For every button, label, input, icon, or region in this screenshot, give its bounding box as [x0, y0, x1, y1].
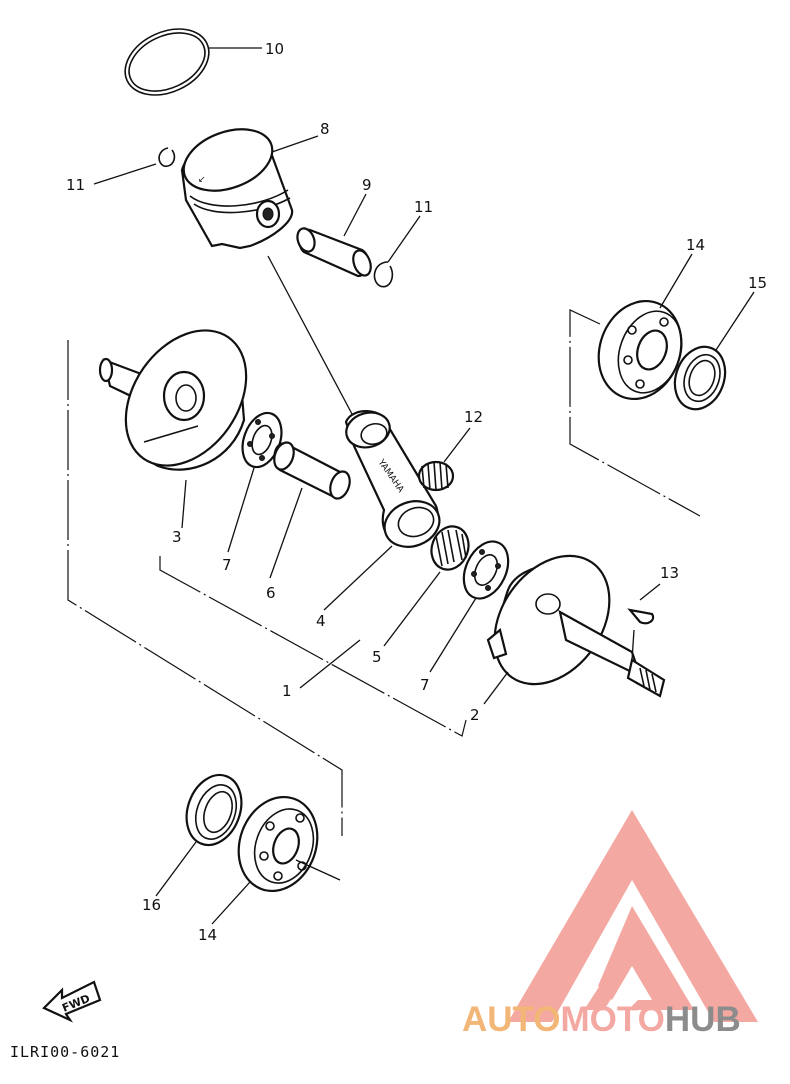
- label-7-right: 7: [420, 676, 430, 694]
- label-15: 15: [748, 274, 767, 292]
- wordmark-moto: MOTO: [560, 1000, 665, 1039]
- small-end-bearing-part: [417, 460, 455, 492]
- label-8: 8: [320, 120, 330, 138]
- label-7-left: 7: [222, 556, 232, 574]
- crank-left-part: [98, 329, 248, 471]
- piston-ring-part: [124, 28, 210, 96]
- label-16: 16: [142, 896, 161, 914]
- oil-seal-right-part: [673, 345, 727, 411]
- bearing-right-part: [597, 299, 683, 401]
- label-5: 5: [372, 648, 382, 666]
- label-13: 13: [660, 564, 679, 582]
- piston-pin-part: [296, 227, 372, 278]
- label-6: 6: [266, 584, 276, 602]
- svg-text:↙: ↙: [198, 175, 206, 185]
- label-3: 3: [172, 528, 182, 546]
- label-12: 12: [464, 408, 483, 426]
- diagram-code: ILRI00-6021: [10, 1043, 121, 1061]
- thrust-washer-left-part: [241, 411, 283, 469]
- thrust-washer-right-part: [462, 540, 510, 600]
- piston-part: ↙: [180, 128, 294, 250]
- circlip-left-part: [158, 147, 176, 168]
- wordmark-hub: HUB: [664, 1000, 741, 1039]
- woodruff-key-part: [627, 608, 655, 625]
- label-11-right: 11: [414, 198, 433, 216]
- crank-right-part: [486, 554, 666, 698]
- big-end-bearing-part: [430, 525, 470, 571]
- automotohub-logo-icon: [508, 810, 758, 1022]
- label-2: 2: [470, 706, 480, 724]
- connecting-rod-part: YAMAHA: [344, 410, 441, 548]
- label-10: 10: [265, 40, 284, 58]
- crank-pin-part: [273, 441, 351, 500]
- fwd-arrow-icon: FWD: [42, 980, 102, 1023]
- bearing-left-part: [237, 795, 319, 893]
- label-11-left: 11: [66, 176, 85, 194]
- label-14-top: 14: [686, 236, 705, 254]
- label-9: 9: [362, 176, 372, 194]
- wordmark-auto: AUTO: [462, 1000, 561, 1039]
- circlip-right-part: [373, 261, 394, 288]
- automotohub-wordmark: AUTOMOTOHUB: [462, 1000, 741, 1040]
- label-1: 1: [282, 682, 292, 700]
- label-14-bottom: 14: [198, 926, 217, 944]
- label-4: 4: [316, 612, 326, 630]
- oil-seal-left-part: [185, 773, 243, 847]
